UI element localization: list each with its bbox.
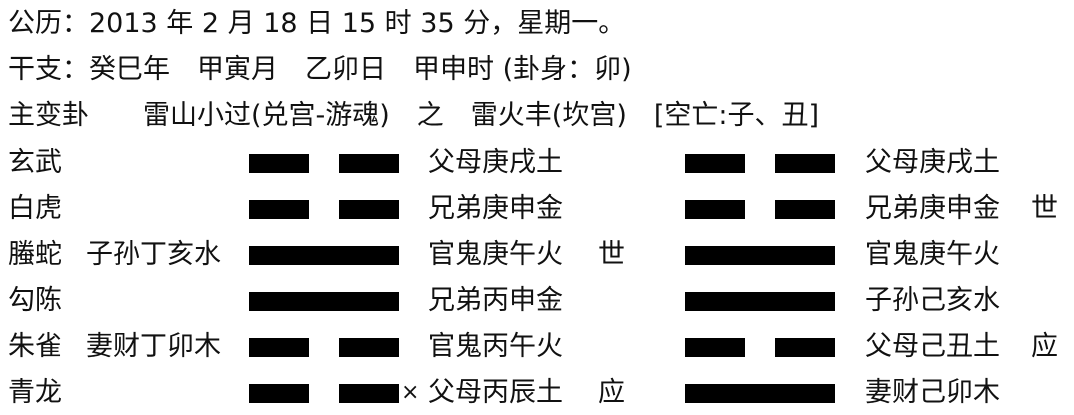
six-god-label: 勾陈 bbox=[8, 285, 62, 316]
main-shi-ying-mark: 世 bbox=[598, 239, 625, 270]
main-shi-ying-mark: 应 bbox=[598, 377, 625, 408]
yao-segment bbox=[685, 338, 745, 357]
six-god-label: 玄武 bbox=[8, 147, 62, 178]
yao-segment bbox=[685, 154, 745, 173]
yang-line-changed bbox=[685, 384, 835, 403]
six-god-label: 螣蛇 bbox=[8, 239, 62, 270]
hidden-spirit-label: 妻财丁卯木 bbox=[86, 331, 221, 362]
yao-segment bbox=[775, 200, 835, 219]
six-god-label: 朱雀 bbox=[8, 331, 62, 362]
yin-line-main bbox=[249, 338, 399, 357]
date-line: 公历：2013 年 2 月 18 日 15 时 35 分，星期一。 bbox=[8, 8, 626, 39]
yao-segment bbox=[339, 384, 399, 403]
changed-line-label: 父母己丑土 bbox=[865, 331, 1000, 362]
hidden-spirit-label: 子孙丁亥水 bbox=[86, 239, 221, 270]
main-line-label: 兄弟丙申金 bbox=[428, 285, 563, 316]
hexagram-row: 勾陈 兄弟丙申金 子孙己亥水 bbox=[0, 279, 1074, 323]
yao-segment bbox=[775, 338, 835, 357]
changed-line-label: 子孙己亥水 bbox=[865, 285, 1000, 316]
yao-segment bbox=[339, 200, 399, 219]
changed-shi-ying-mark: 应 bbox=[1031, 331, 1058, 362]
yin-line-main bbox=[249, 384, 399, 403]
hexagram-row: 玄武 父母庚戌土 父母庚戌土 bbox=[0, 141, 1074, 185]
yin-line-changed bbox=[685, 338, 835, 357]
main-line-label: 父母丙辰土 bbox=[428, 377, 563, 408]
hexagram-row: 朱雀妻财丁卯木 官鬼丙午火 父母己丑土应 bbox=[0, 325, 1074, 369]
yang-line-main bbox=[249, 292, 399, 311]
changed-line-label: 父母庚戌土 bbox=[865, 147, 1000, 178]
yao-segment bbox=[685, 384, 835, 403]
yao-segment bbox=[249, 200, 309, 219]
hexagram-row: 青龙 × 父母丙辰土 应 妻财己卯木 bbox=[0, 371, 1074, 415]
moving-line-mark: × bbox=[401, 380, 420, 405]
main-line-label: 父母庚戌土 bbox=[428, 147, 563, 178]
yin-line-changed bbox=[685, 154, 835, 173]
ganzhi-line: 干支：癸巳年 甲寅月 乙卯日 甲申时 (卦身：卯) bbox=[8, 54, 632, 85]
yao-segment bbox=[249, 338, 309, 357]
yang-line-main bbox=[249, 246, 399, 265]
yao-segment bbox=[249, 246, 399, 265]
yao-segment bbox=[339, 154, 399, 173]
yin-line-main bbox=[249, 154, 399, 173]
yao-segment bbox=[685, 292, 835, 311]
yang-line-changed bbox=[685, 292, 835, 311]
changed-line-label: 兄弟庚申金 bbox=[865, 193, 1000, 224]
main-line-label: 兄弟庚申金 bbox=[428, 193, 563, 224]
six-god-label: 白虎 bbox=[8, 193, 62, 224]
yao-segment bbox=[249, 384, 309, 403]
six-god-label: 青龙 bbox=[8, 377, 62, 408]
yao-segment bbox=[685, 246, 835, 265]
yao-segment bbox=[249, 154, 309, 173]
hexagram-row: 螣蛇子孙丁亥水 官鬼庚午火 世 官鬼庚午火 bbox=[0, 233, 1074, 277]
changed-line-label: 妻财己卯木 bbox=[865, 377, 1000, 408]
hexagram-row: 白虎兄弟庚申金兄弟庚申金世 bbox=[0, 187, 1074, 231]
changed-shi-ying-mark: 世 bbox=[1031, 193, 1058, 224]
changed-line-label: 官鬼庚午火 bbox=[865, 239, 1000, 270]
yin-line-main bbox=[249, 200, 399, 219]
main-line-label: 官鬼庚午火 bbox=[428, 239, 563, 270]
gua-title-line: 主变卦 雷山小过(兑宫-游魂) 之 雷火丰(坎宫) [空亡:子、丑] bbox=[8, 100, 820, 131]
yao-segment bbox=[249, 292, 399, 311]
yin-line-changed bbox=[685, 200, 835, 219]
yao-segment bbox=[775, 154, 835, 173]
yao-segment bbox=[685, 200, 745, 219]
main-line-label: 官鬼丙午火 bbox=[428, 331, 563, 362]
yang-line-changed bbox=[685, 246, 835, 265]
yao-segment bbox=[339, 338, 399, 357]
